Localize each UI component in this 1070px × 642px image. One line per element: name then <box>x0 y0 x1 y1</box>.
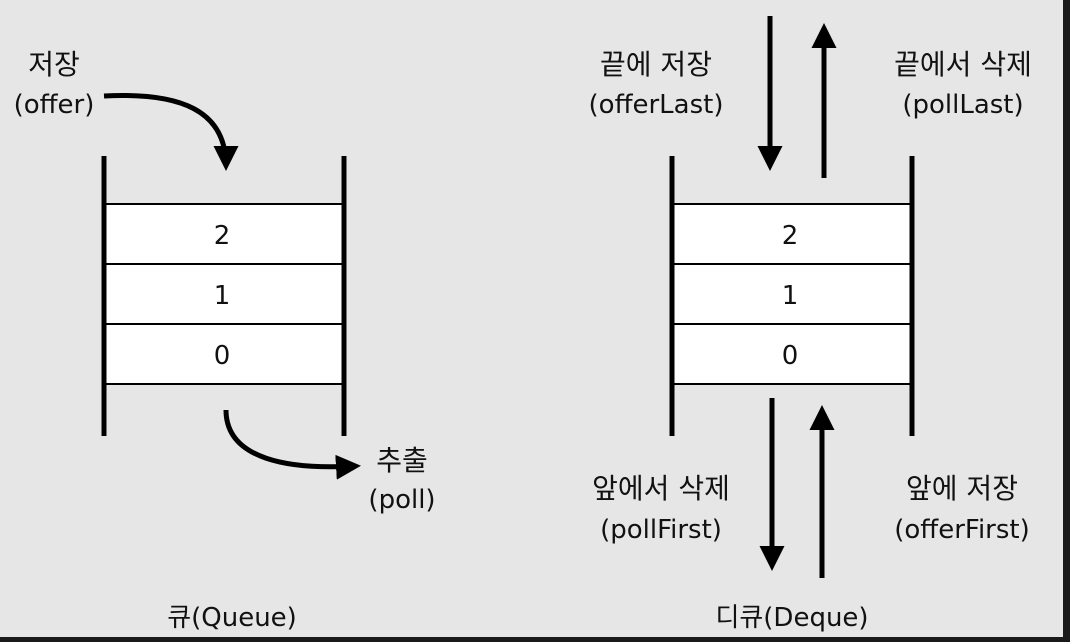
deque-cell-value: 0 <box>782 341 799 371</box>
queue-caption: 큐(Queue) <box>167 603 297 633</box>
deque-cell-1 <box>671 263 913 325</box>
queue-cell-value: 1 <box>214 281 231 311</box>
deque-poll-last-label: 끝에서 삭제 <box>894 48 1032 81</box>
queue-offer-label: 저장 <box>28 48 80 81</box>
queue-diagram: 2 1 0 저장 (offer) 추출 (poll) 큐(Queue) <box>14 48 436 633</box>
deque-offer-first-method: (offerFirst) <box>894 515 1030 545</box>
queue-cell-2 <box>103 203 345 265</box>
deque-cell-2 <box>671 203 913 265</box>
deque-poll-first-method: (pollFirst) <box>600 515 722 545</box>
deque-offer-last-label: 끝에 저장 <box>600 48 712 81</box>
deque-poll-first-label: 앞에서 삭제 <box>592 472 730 505</box>
deque-offer-last-method: (offerLast) <box>589 90 724 120</box>
queue-offer-arrow <box>103 92 239 171</box>
queue-poll-label: 추출 <box>376 444 428 477</box>
deque-poll-last-method: (pollLast) <box>902 90 1023 120</box>
queue-poll-arrow <box>223 409 361 480</box>
queue-cell-value: 0 <box>214 341 231 371</box>
queue-cell-value: 2 <box>214 221 231 251</box>
queue-offer-method: (offer) <box>14 90 95 120</box>
deque-caption: 디큐(Deque) <box>715 603 868 633</box>
deque-offer-first-label: 앞에 저장 <box>906 472 1018 505</box>
queue-poll-method: (poll) <box>368 485 435 515</box>
deque-cell-value: 1 <box>782 281 799 311</box>
queue-cell-0 <box>103 323 345 385</box>
deque-cell-value: 2 <box>782 221 799 251</box>
deque-diagram: 2 1 0 끝에 저장 (offerLast) 끝에서 삭제 (pollLast… <box>589 16 1032 633</box>
queue-cell-1 <box>103 263 345 325</box>
